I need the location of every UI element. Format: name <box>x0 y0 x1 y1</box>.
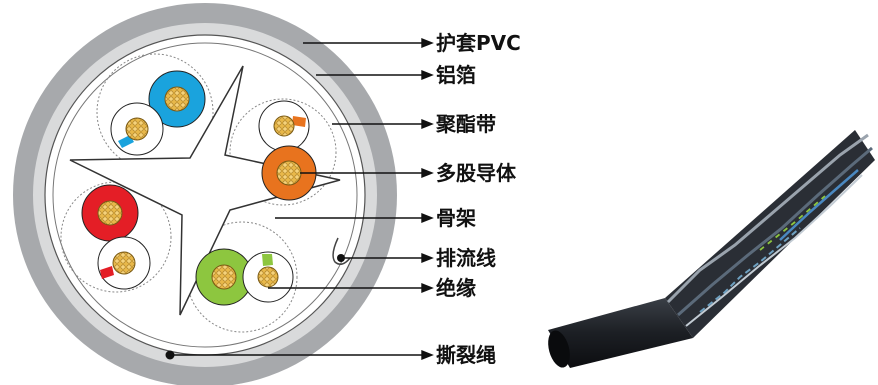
pair-boundary-top-right <box>229 98 337 206</box>
label-stranded-conductor: 多股导体 <box>436 161 516 185</box>
pair-boundary-bottom-left <box>60 181 172 293</box>
label-skeleton: 骨架 <box>436 206 476 230</box>
cable-photo <box>548 130 875 368</box>
inner-boundary <box>52 42 358 348</box>
label-insulation: 绝缘 <box>436 276 476 300</box>
label-drain-wire: 排流线 <box>436 246 496 270</box>
label-polyester-tape: 聚酯带 <box>436 112 496 136</box>
conductor-white-orange <box>258 100 310 152</box>
conductor-white-red <box>97 236 151 290</box>
label-jacket-pvc: 护套PVC <box>436 31 521 55</box>
conductor-green <box>195 248 253 306</box>
conductor-white-blue <box>110 102 164 156</box>
conductor-blue <box>148 70 206 128</box>
pair-boundary-top-left <box>96 53 214 171</box>
conductor-red <box>81 184 139 242</box>
label-ripcord: 撕裂绳 <box>436 343 496 367</box>
label-aluminum-foil: 铝箔 <box>436 63 476 87</box>
conductor-white-green <box>242 251 294 303</box>
leader-lines <box>170 37 434 361</box>
